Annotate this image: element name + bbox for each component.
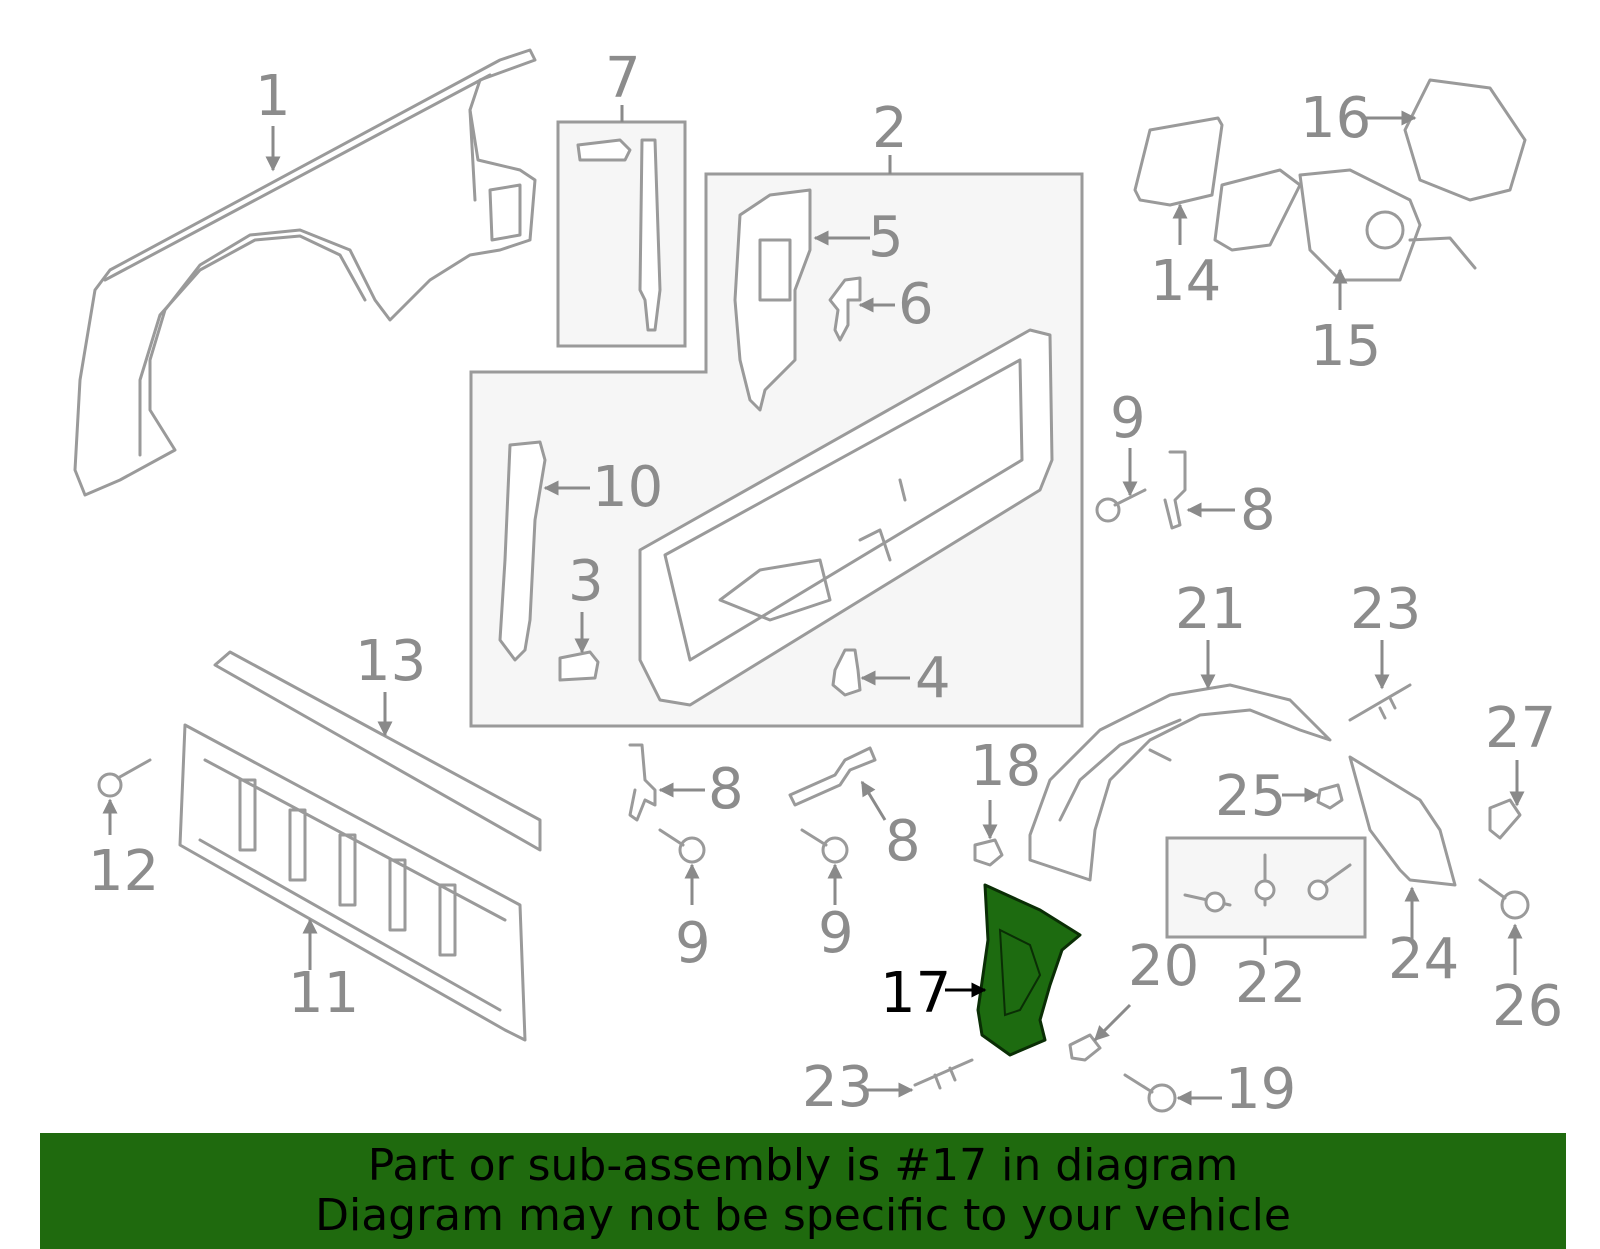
part-16-fuel-door xyxy=(1403,78,1527,202)
part-12-bolt xyxy=(97,758,152,798)
part-2-inner-panel xyxy=(638,328,1054,707)
notice-banner: Part or sub-assembly is #17 in diagram D… xyxy=(40,1133,1566,1249)
part-24-shield xyxy=(1348,755,1457,887)
callout-21: 21 xyxy=(1175,577,1246,642)
part-17-highlighted[interactable] xyxy=(976,883,1082,1057)
callout-26: 26 xyxy=(1492,974,1563,1039)
callout-17: 17 xyxy=(880,961,951,1026)
part-11-tailgate-panel xyxy=(178,723,527,1042)
part-26-bolt xyxy=(1478,878,1530,920)
callout-12: 12 xyxy=(88,839,159,904)
callout-15: 15 xyxy=(1310,314,1381,379)
callout-9b: 9 xyxy=(675,911,711,976)
part-8-bracket-b xyxy=(628,743,657,822)
callout-24: 24 xyxy=(1388,927,1459,992)
part-6-clip xyxy=(828,276,862,342)
part-20-nut xyxy=(1068,1033,1102,1062)
part-21-wheelhouse-liner xyxy=(1028,683,1332,882)
callout-labels: 1 7 2 5 6 10 3 4 14 15 16 9 8 13 12 11 8… xyxy=(88,46,1563,1122)
part-13-rail xyxy=(213,650,542,852)
part-1-side-panel xyxy=(73,48,537,497)
leader-lines xyxy=(102,105,1525,1106)
part-27-clip xyxy=(1488,798,1522,840)
part-5-reinforcement xyxy=(733,188,812,412)
callout-1: 1 xyxy=(255,64,291,129)
callout-11: 11 xyxy=(288,961,359,1026)
callout-22: 22 xyxy=(1235,951,1306,1016)
callout-25: 25 xyxy=(1215,764,1286,829)
part-15-fuel-housing xyxy=(1213,168,1477,282)
group-box-2 xyxy=(469,172,1084,728)
part-3-bracket xyxy=(558,650,600,682)
callout-23a: 23 xyxy=(1350,577,1421,642)
callout-8a: 8 xyxy=(1240,478,1276,543)
part-9-bolt-c xyxy=(800,828,849,864)
callout-27: 27 xyxy=(1485,696,1556,761)
part-14-plate xyxy=(1133,116,1224,207)
part-10-pillar xyxy=(498,440,547,662)
callout-7: 7 xyxy=(605,46,641,111)
callout-18: 18 xyxy=(970,734,1041,799)
callout-8b: 8 xyxy=(708,757,744,822)
part-8-bracket-a xyxy=(1163,450,1187,530)
callout-4: 4 xyxy=(915,646,951,711)
callout-2: 2 xyxy=(872,96,908,161)
part-4-clip xyxy=(831,648,862,697)
callout-23b: 23 xyxy=(802,1055,873,1120)
callout-9c: 9 xyxy=(818,901,854,966)
callout-19: 19 xyxy=(1225,1057,1296,1122)
part-18-nut xyxy=(973,838,1004,867)
part-9-bolt-a xyxy=(1095,488,1147,523)
part-7-brackets xyxy=(576,138,662,332)
callout-14: 14 xyxy=(1150,249,1221,314)
part-9-bolt-b xyxy=(658,828,706,864)
callout-8c: 8 xyxy=(885,809,921,874)
part-8-bracket-c xyxy=(788,746,877,807)
callout-6: 6 xyxy=(898,272,934,337)
part-19-bolt xyxy=(1123,1073,1177,1113)
callout-20: 20 xyxy=(1128,934,1199,999)
part-23-pushpin-b xyxy=(913,1058,974,1090)
callout-13: 13 xyxy=(355,629,426,694)
part-22-fasteners xyxy=(1183,853,1352,913)
callout-16: 16 xyxy=(1300,86,1371,151)
notice-line-2: Diagram may not be specific to your vehi… xyxy=(315,1190,1291,1241)
part-25-clip xyxy=(1316,783,1344,810)
notice-line-1: Part or sub-assembly is #17 in diagram xyxy=(367,1140,1239,1191)
callout-3: 3 xyxy=(568,549,604,614)
callout-10: 10 xyxy=(592,455,663,520)
callout-9a: 9 xyxy=(1110,386,1146,451)
callout-5: 5 xyxy=(868,205,904,270)
part-23-pushpin-a xyxy=(1348,683,1412,722)
